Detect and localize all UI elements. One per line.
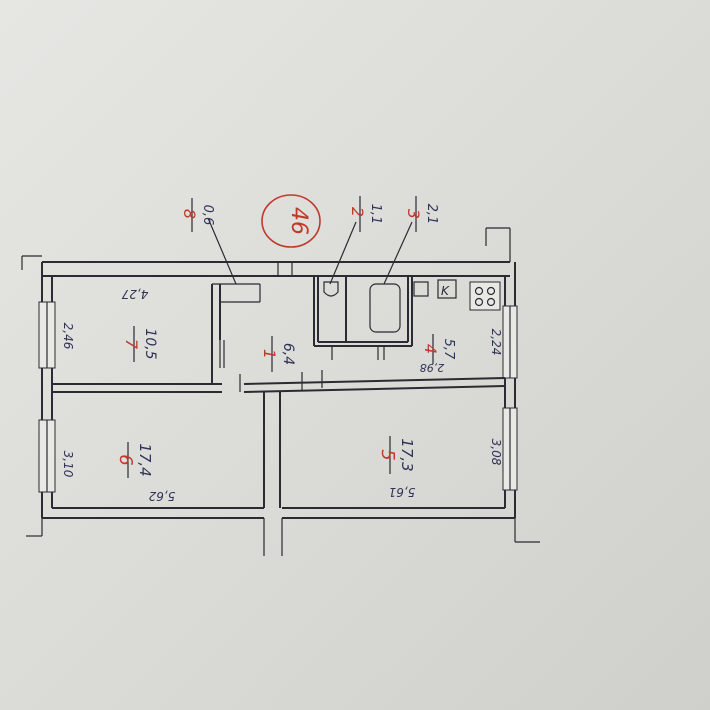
stove-icon	[469, 281, 501, 311]
room-2-area: 1,1	[368, 204, 383, 225]
dimension-room-7-length: 4,27	[121, 287, 148, 301]
dimension-room-6-width: 3,10	[61, 451, 75, 478]
room-4-number: 4	[421, 344, 440, 354]
room-3-number: 3	[404, 209, 423, 219]
room-7-area: 10,5	[142, 328, 158, 359]
room-4-area: 5,7	[441, 339, 456, 360]
room-8-area: 0,6	[200, 205, 215, 226]
toilet-icon	[323, 281, 339, 297]
dimension-room-5-length: 5,61	[389, 485, 416, 499]
room-8-number: 8	[180, 209, 199, 219]
bathtub-icon	[369, 283, 401, 333]
dimension-kitchen-width: 2,24	[489, 329, 503, 356]
room-3-area: 2,1	[424, 204, 439, 225]
room-fraction-bars	[127, 196, 434, 478]
apartment-number: 46	[286, 207, 311, 235]
stove-label: K	[441, 284, 450, 298]
room-5-area: 17,3	[398, 438, 416, 471]
dimension-room-7-width: 2,46	[61, 323, 75, 350]
room-6-number: 6	[115, 454, 136, 465]
room-6-area: 17,4	[136, 443, 154, 476]
room-7-number: 7	[122, 339, 141, 350]
windows	[38, 301, 518, 493]
dimension-kitchen-length: 2,98	[420, 361, 445, 374]
dimension-room-6-length: 5,62	[149, 489, 176, 503]
fixtures: K	[323, 279, 501, 333]
sink-icon	[413, 281, 429, 297]
kitchen-cabinet-icon	[437, 279, 457, 299]
dimension-room-5-width: 3,08	[489, 439, 503, 466]
apartment-number-circle	[261, 194, 321, 248]
room-1-area: 6,4	[280, 343, 296, 365]
room-5-number: 5	[377, 449, 398, 460]
room-1-number: 1	[260, 349, 279, 359]
label-leaders	[207, 217, 413, 285]
interior-walls	[52, 262, 506, 508]
room-2-number: 2	[348, 207, 367, 217]
